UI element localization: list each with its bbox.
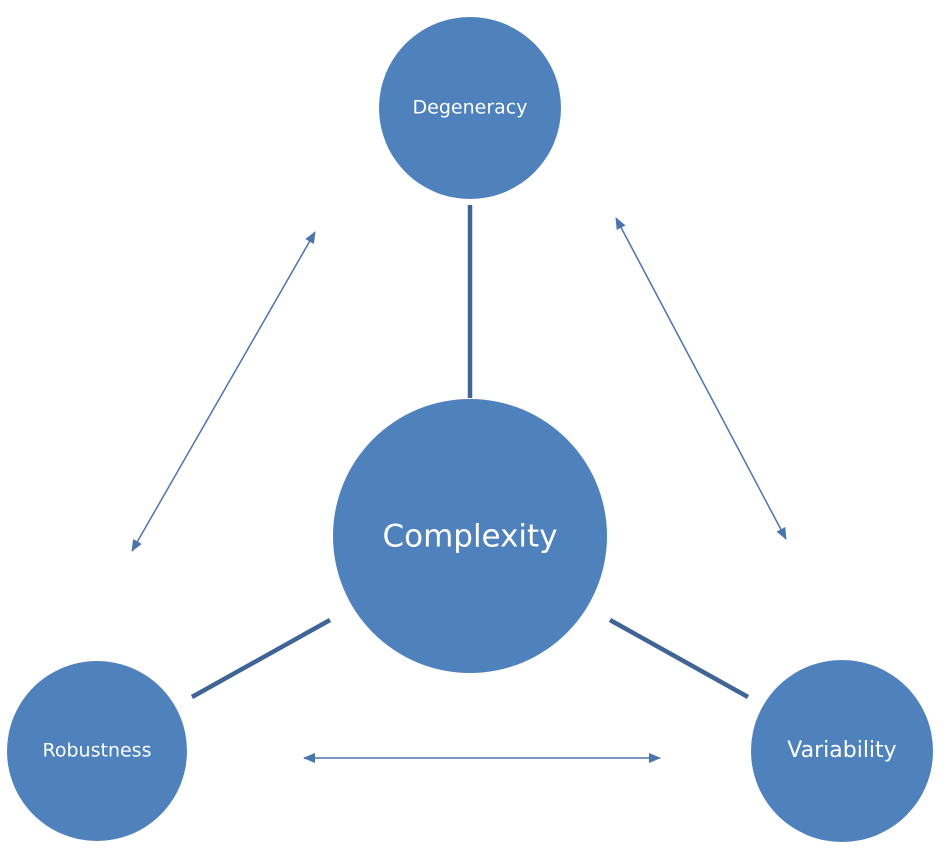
arrow-degeneracy-variability — [615, 217, 787, 540]
node-variability-label: Variability — [787, 738, 896, 763]
node-robustness-label: Robustness — [43, 740, 152, 762]
node-complexity-label: Complexity — [382, 519, 557, 555]
node-degeneracy: Degeneracy — [379, 17, 561, 199]
node-complexity: Complexity — [333, 399, 607, 673]
node-robustness-circle — [7, 661, 187, 841]
node-variability: Variability — [751, 660, 933, 842]
node-variability-circle — [751, 660, 933, 842]
node-degeneracy-label: Degeneracy — [413, 97, 528, 119]
node-robustness: Robustness — [7, 661, 187, 841]
node-complexity-circle — [333, 399, 607, 673]
connector-complexity-variability — [608, 618, 750, 699]
arrow-degeneracy-robustness — [131, 231, 316, 552]
node-degeneracy-circle — [379, 17, 561, 199]
connector-complexity-robustness — [190, 618, 332, 699]
